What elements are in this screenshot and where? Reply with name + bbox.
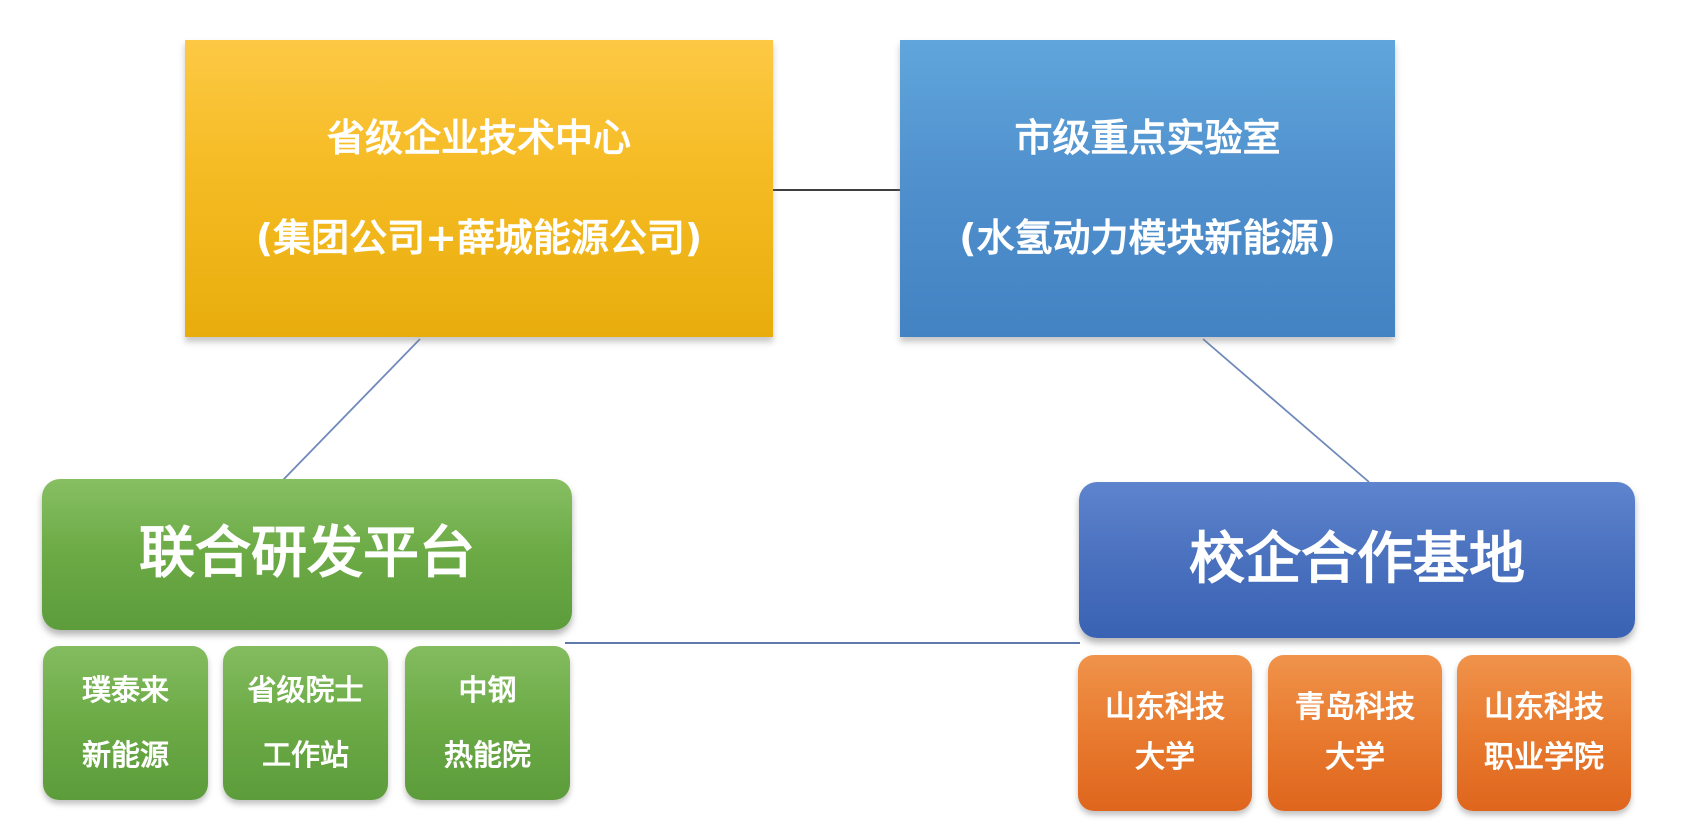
node-rd-partner-academician-station-line2: 工作站 [261,737,349,772]
node-provincial-tech-center-line1: 省级企业技术中心 [326,115,631,160]
node-municipal-key-lab-line2: (水氢动力模块新能源) [959,215,1336,260]
node-provincial-tech-center: 省级企业技术中心 (集团公司+薛城能源公司) [185,40,773,337]
node-university-qingdao-ust: 青岛科技 大学 [1268,655,1442,811]
node-municipal-key-lab-line1: 市级重点实验室 [1014,115,1281,160]
node-school-enterprise-coop-base: 校企合作基地 [1079,482,1635,638]
node-university-qingdao-ust-line1: 青岛科技 [1295,690,1415,725]
node-rd-partner-sinosteel: 中钢 热能院 [405,646,570,800]
node-college-shandong-vocational-line2: 职业学院 [1484,739,1604,775]
node-school-enterprise-coop-base-label: 校企合作基地 [1189,526,1525,592]
node-rd-partner-putailai-line2: 新能源 [81,737,169,772]
connector-municipal-to-coop-base [1202,338,1370,483]
node-municipal-key-lab: 市级重点实验室 (水氢动力模块新能源) [900,40,1395,337]
node-university-shandong-ust-line2: 大学 [1135,739,1195,775]
node-rd-partner-sinosteel-line2: 热能院 [443,737,531,772]
node-rd-partner-academician-station-line1: 省级院士 [247,673,364,708]
node-rd-partner-putailai: 璞泰来 新能源 [43,646,208,800]
node-college-shandong-vocational-line1: 山东科技 [1484,690,1604,725]
node-joint-rd-platform: 联合研发平台 [42,479,572,630]
node-university-shandong-ust-line1: 山东科技 [1105,690,1225,725]
node-university-qingdao-ust-line2: 大学 [1325,739,1385,775]
node-joint-rd-platform-label: 联合研发平台 [139,521,475,587]
node-rd-partner-putailai-line1: 璞泰来 [81,673,169,708]
node-university-shandong-ust: 山东科技 大学 [1078,655,1252,811]
node-college-shandong-vocational: 山东科技 职业学院 [1457,655,1631,811]
node-provincial-tech-center-line2: (集团公司+薛城能源公司) [255,215,703,260]
connector-provincial-to-joint-rd [282,338,421,481]
node-rd-partner-sinosteel-line1: 中钢 [458,673,517,708]
node-rd-partner-academician-station: 省级院士 工作站 [223,646,388,800]
